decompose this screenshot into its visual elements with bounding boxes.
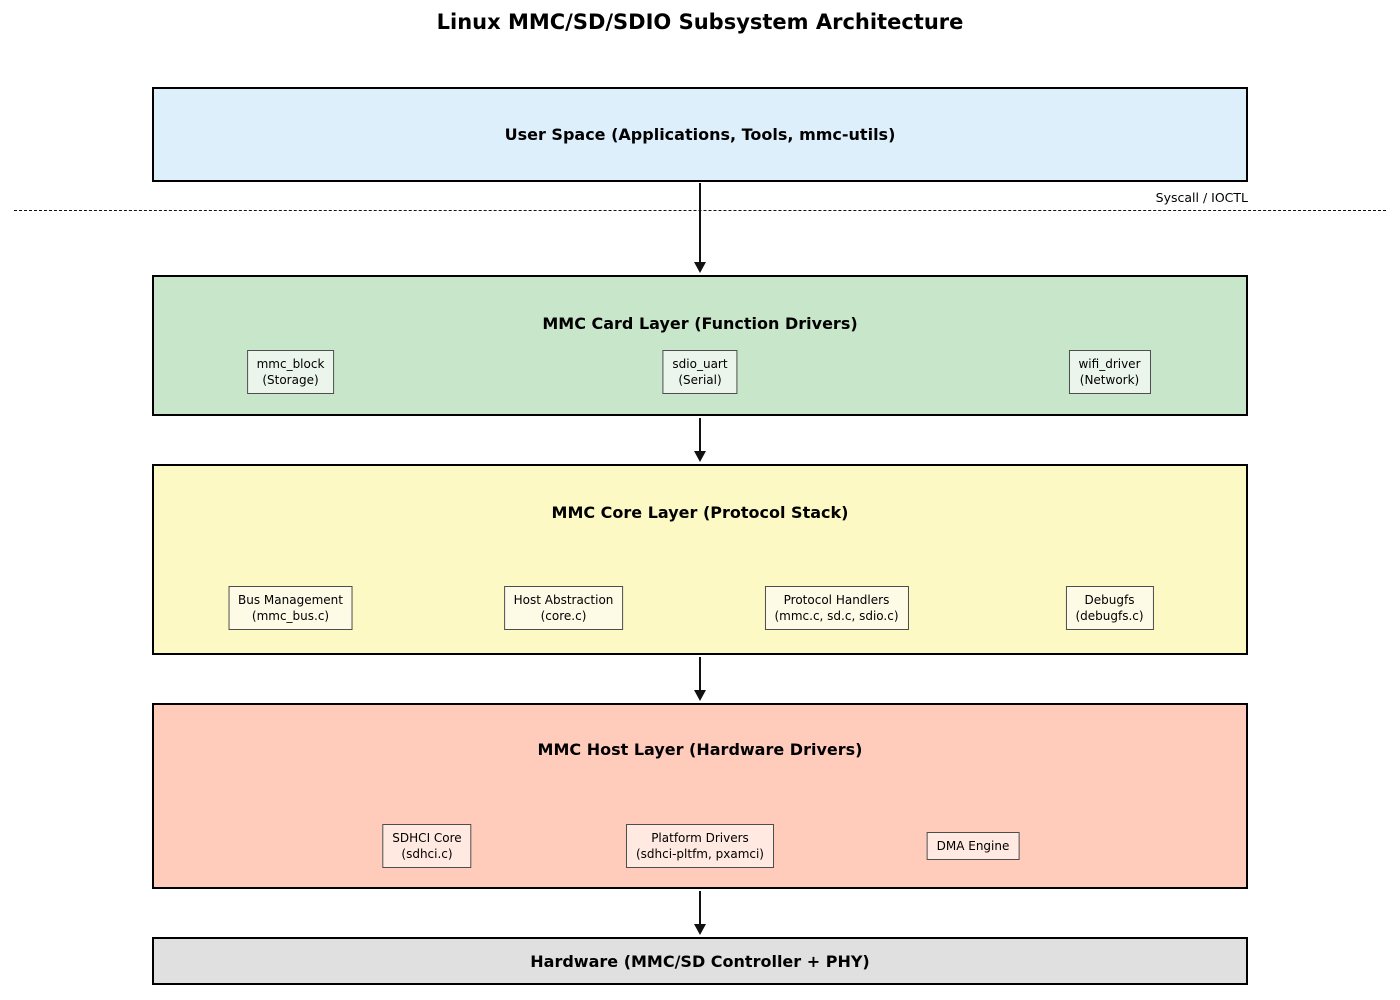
layer-mmc-core: MMC Core Layer (Protocol Stack) Bus Mana… [152, 464, 1248, 655]
component-name: mmc_block [256, 357, 325, 371]
component-name: Protocol Handlers [783, 593, 890, 607]
component-sdhci-core: SDHCI Core (sdhci.c) [382, 824, 472, 868]
component-name: DMA Engine [936, 839, 1010, 853]
component-platform-drivers: Platform Drivers (sdhci-pltfm, pxamci) [626, 824, 774, 868]
arrow-userspace-to-card [699, 183, 701, 263]
component-detail: (sdhci-pltfm, pxamci) [636, 847, 764, 861]
component-detail: (mmc.c, sd.c, sdio.c) [774, 609, 899, 623]
component-host-abstraction: Host Abstraction (core.c) [503, 586, 624, 630]
layer-mmc-core-title: MMC Core Layer (Protocol Stack) [551, 503, 849, 522]
layer-mmc-card-title: MMC Card Layer (Function Drivers) [542, 314, 858, 333]
component-dma-engine: DMA Engine [926, 832, 1020, 860]
layer-hardware: Hardware (MMC/SD Controller + PHY) [152, 937, 1248, 985]
component-name: Debugfs [1084, 593, 1135, 607]
arrow-host-to-hardware [699, 891, 701, 925]
component-sdio-uart: sdio_uart (Serial) [662, 350, 738, 394]
diagram-title: Linux MMC/SD/SDIO Subsystem Architecture [436, 10, 964, 34]
component-wifi-driver: wifi_driver (Network) [1068, 350, 1151, 394]
syscall-boundary-label: Syscall / IOCTL [1155, 190, 1248, 205]
component-detail: (Storage) [262, 373, 319, 387]
component-protocol-handlers: Protocol Handlers (mmc.c, sd.c, sdio.c) [764, 586, 909, 630]
component-name: sdio_uart [672, 357, 728, 371]
component-mmc-block: mmc_block (Storage) [246, 350, 335, 394]
component-name: Bus Management [238, 593, 343, 607]
component-detail: (sdhci.c) [401, 847, 453, 861]
component-detail: (mmc_bus.c) [251, 609, 330, 623]
component-detail: (Network) [1079, 373, 1140, 387]
component-detail: (Serial) [678, 373, 722, 387]
layer-user-space-title: User Space (Applications, Tools, mmc-uti… [504, 125, 896, 144]
arrow-core-to-host [699, 657, 701, 691]
component-name: Platform Drivers [651, 831, 749, 845]
component-name: SDHCI Core [392, 831, 462, 845]
layer-hardware-title: Hardware (MMC/SD Controller + PHY) [530, 951, 870, 971]
layer-mmc-host: MMC Host Layer (Hardware Drivers) SDHCI … [152, 703, 1248, 889]
component-name: Host Abstraction [513, 593, 614, 607]
layer-user-space: User Space (Applications, Tools, mmc-uti… [152, 87, 1248, 182]
arrow-card-to-core [699, 418, 701, 452]
layer-mmc-card: MMC Card Layer (Function Drivers) mmc_bl… [152, 275, 1248, 416]
component-detail: (core.c) [540, 609, 587, 623]
component-debugfs: Debugfs (debugfs.c) [1065, 586, 1154, 630]
layer-mmc-host-title: MMC Host Layer (Hardware Drivers) [537, 740, 863, 759]
component-bus-management: Bus Management (mmc_bus.c) [228, 586, 353, 630]
component-detail: (debugfs.c) [1075, 609, 1144, 623]
component-name: wifi_driver [1078, 357, 1141, 371]
